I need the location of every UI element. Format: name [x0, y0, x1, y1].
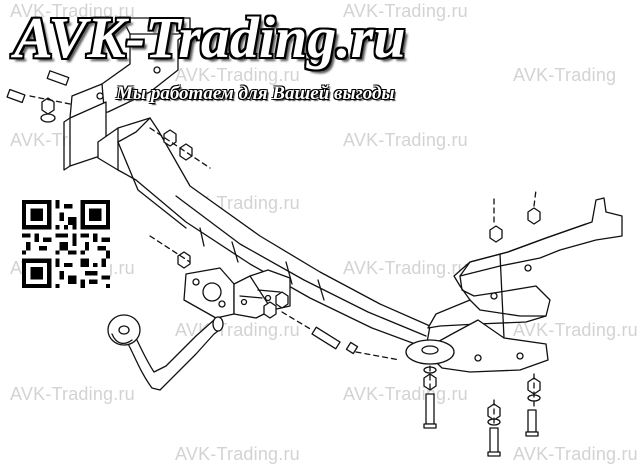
brand-title: AVK-Trading.ru [14, 5, 406, 70]
watermark: AVK-Trading [513, 65, 617, 85]
watermark: AVK-Trading.ru [343, 1, 468, 21]
watermark: AVK-Trading.ru [175, 65, 300, 85]
tow-ball [107, 314, 224, 391]
watermark: AVK-Trading.ru [175, 444, 300, 464]
bolt [6, 70, 70, 104]
bolt [423, 393, 437, 429]
brand-slogan: Мы работаем для Вашей выгоды [116, 83, 395, 104]
watermark: AVK-Trading.ru [10, 1, 135, 21]
bolt [487, 427, 501, 457]
watermark: AVK-Trading.ru [513, 320, 638, 340]
watermark: AVK-Trading.ru [513, 444, 638, 464]
bolt [311, 326, 359, 355]
end-plate [405, 339, 455, 365]
watermark: AVK-Trading.ru [343, 258, 468, 278]
washer [40, 113, 541, 426]
watermark: AVK-Trading.ru [343, 384, 468, 404]
qr-code-icon [22, 200, 110, 288]
watermark: AVK-Trading.ru [343, 130, 468, 150]
bolt [525, 409, 539, 437]
main-crossbar-tube [97, 117, 431, 349]
watermark: AVK-Trading.ru [10, 384, 135, 404]
right-mounting-bracket [427, 197, 623, 373]
assembly-guide-lines [29, 95, 537, 427]
